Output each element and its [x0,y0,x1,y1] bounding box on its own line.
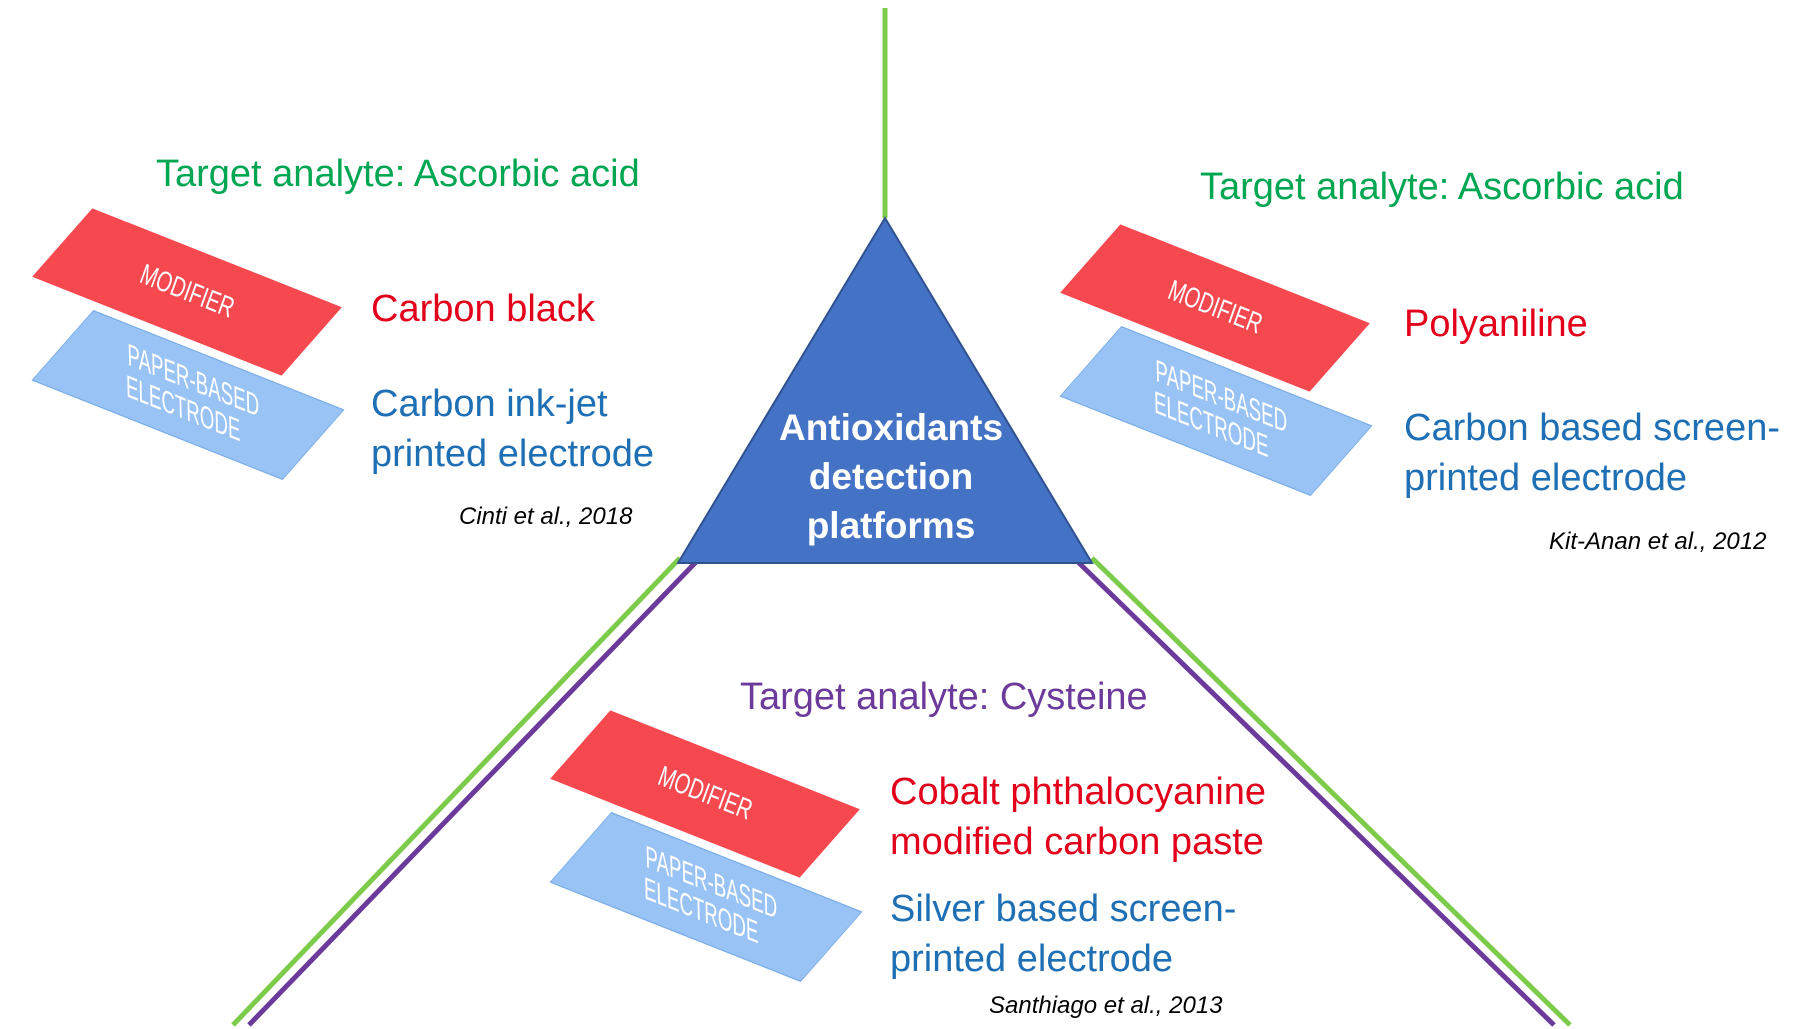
right-modifier-tag-label: MODIFIER [1163,274,1267,342]
left-modifier-tag-label: MODIFIER [135,258,239,326]
center-title: Antioxidants detection platforms [771,403,1011,551]
right-purple-line [1076,560,1556,1027]
left-green-line [231,556,682,1027]
center-title-line: Antioxidants [778,407,1004,448]
center-title-line: platforms [806,505,976,547]
bottom-electrode-line2: printed electrode [890,938,1174,980]
left-target-analyte: Target analyte: Ascorbic acid [156,153,640,195]
bottom-modifier-tag-label: MODIFIER [653,760,757,828]
left-electrode-line2: printed electrode [371,433,655,475]
right-modifier-value: Polyaniline [1404,303,1588,345]
right-electrode-line2: printed electrode [1404,457,1688,499]
center-title-line: detection [808,456,974,498]
bottom-citation: Santhiago et al., 2013 [989,992,1223,1019]
right-citation: Kit-Anan et al., 2012 [1549,528,1767,555]
bottom-modifier-line1: Cobalt phthalocyanine [890,771,1267,813]
bottom-target-analyte: Target analyte: Cysteine [740,676,1148,718]
right-green-line [1090,556,1572,1027]
bottom-modifier-line2: modified carbon paste [890,821,1264,863]
left-purple-line [247,560,698,1027]
left-citation: Cinti et al., 2018 [459,503,633,530]
left-electrode-line1: Carbon ink-jet [371,383,608,425]
right-target-analyte: Target analyte: Ascorbic acid [1200,166,1684,208]
bottom-electrode-line1: Silver based screen- [890,888,1237,930]
right-electrode-line1: Carbon based screen- [1404,407,1780,449]
center-triangle [676,216,1094,564]
left-modifier-value: Carbon black [371,288,595,330]
